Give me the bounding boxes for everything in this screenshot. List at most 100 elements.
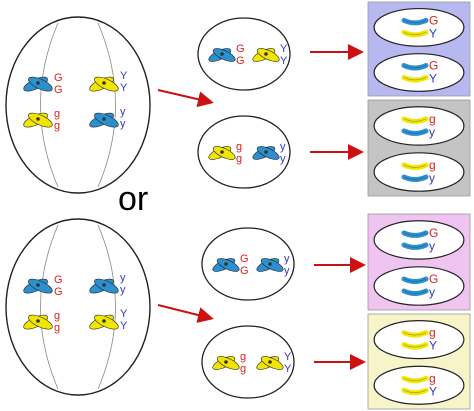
allele-label: Y [429, 26, 437, 40]
allele-label: G [54, 72, 63, 84]
allele-label: Y [120, 320, 128, 332]
chromosome-pair-1 [212, 258, 240, 272]
chromatid [260, 258, 284, 272]
chromosome-outline [403, 344, 427, 348]
chromosome-right-top [89, 278, 119, 294]
chromosome-pair-2 [252, 146, 280, 160]
arrow [157, 304, 214, 323]
gamete-chromosome [401, 342, 429, 350]
chromosome-right-top [89, 76, 119, 92]
centromere [264, 52, 268, 56]
allele-label: g [240, 351, 246, 363]
chromosome-pair-1 [212, 356, 240, 370]
or-separator: or [118, 180, 149, 218]
daughter-cell [201, 325, 295, 399]
chromosome-yellow [23, 112, 53, 128]
chromosome-pair-1 [208, 48, 236, 62]
centromere [102, 117, 106, 121]
allele-label: g [429, 371, 436, 385]
parent-cell [5, 218, 151, 396]
chromosome-blue [23, 76, 53, 92]
allele-label: g [54, 120, 60, 132]
allele-label: Y [120, 70, 128, 82]
gamete-chromosome [401, 276, 429, 284]
chromatid [212, 146, 236, 160]
centromere [102, 81, 106, 85]
centromere [268, 262, 272, 266]
parent-cell [5, 16, 151, 194]
centromere [36, 283, 40, 287]
centromere [220, 52, 224, 56]
centromere [224, 262, 228, 266]
daughter-cell [201, 227, 295, 301]
gamete-cell [373, 106, 465, 146]
allele-label: g [429, 326, 436, 340]
gamete-cell [373, 266, 465, 306]
allele-label: Y [280, 43, 288, 55]
allele-label: y [280, 153, 286, 165]
gamete-chromosome [401, 116, 429, 124]
allele-label: y [120, 272, 126, 284]
allele-label: y [429, 125, 435, 139]
chromosome-outline [403, 118, 427, 122]
chromosome-outline [403, 32, 427, 36]
chromosome-outline [403, 65, 427, 69]
spindle-fiber [97, 22, 116, 188]
allele-label: y [120, 106, 126, 118]
daughter-cell [197, 115, 291, 189]
allele-label: Y [429, 384, 437, 398]
gamete-chromosome [401, 17, 429, 26]
allele-label: y [284, 253, 290, 265]
chromatid [28, 314, 53, 330]
chromosome-yellow [23, 314, 53, 330]
allele-label: G [429, 272, 438, 286]
allele-label: y [429, 285, 435, 299]
gamete-chromosome [401, 174, 429, 182]
centromere [268, 360, 272, 364]
gamete-chromosome [401, 375, 429, 384]
gamete-cell [373, 320, 465, 360]
chromosome-outline [403, 164, 427, 168]
centromere [36, 81, 40, 85]
gamete-chromosome [401, 75, 429, 83]
gamete-chromosome [401, 387, 429, 396]
chromatid [28, 278, 53, 294]
gamete-chromosome [401, 63, 429, 71]
chromatid [94, 314, 119, 330]
spindle-fiber [97, 224, 116, 390]
chromosome-pair-2 [252, 48, 280, 62]
gamete-cell [373, 7, 465, 47]
allele-label: y [429, 171, 435, 185]
allele-label: g [429, 112, 436, 126]
chromosome-outline [403, 278, 427, 282]
allele-label: Y [280, 55, 288, 67]
allele-label: Y [429, 339, 437, 353]
chromosome-outline [403, 244, 427, 248]
chromatid [94, 278, 119, 294]
allele-label: G [429, 226, 438, 240]
centromere [220, 150, 224, 154]
chromosome-pair-2 [256, 258, 284, 272]
chromosome-outline [403, 176, 427, 180]
allele-label: g [236, 141, 242, 153]
chromatid [28, 112, 53, 128]
chromatid [94, 112, 119, 128]
allele-label: Y [429, 72, 437, 86]
centromere [102, 319, 106, 323]
chromatid [260, 356, 284, 370]
gamete-chromosome [401, 288, 429, 296]
chromosome-outline [403, 20, 427, 24]
chromosome-pair-2 [256, 356, 284, 370]
chromosome-outline [403, 77, 427, 81]
allele-label: y [284, 265, 290, 277]
allele-label: G [240, 253, 249, 265]
allele-label: g [429, 158, 436, 172]
arrow [157, 89, 214, 108]
gamete-chromosome [401, 162, 429, 170]
centromere [36, 117, 40, 121]
chromatid [94, 76, 119, 92]
gamete-chromosome [401, 330, 429, 338]
chromosome-outline [403, 390, 427, 393]
chromosome-outline [403, 130, 427, 134]
